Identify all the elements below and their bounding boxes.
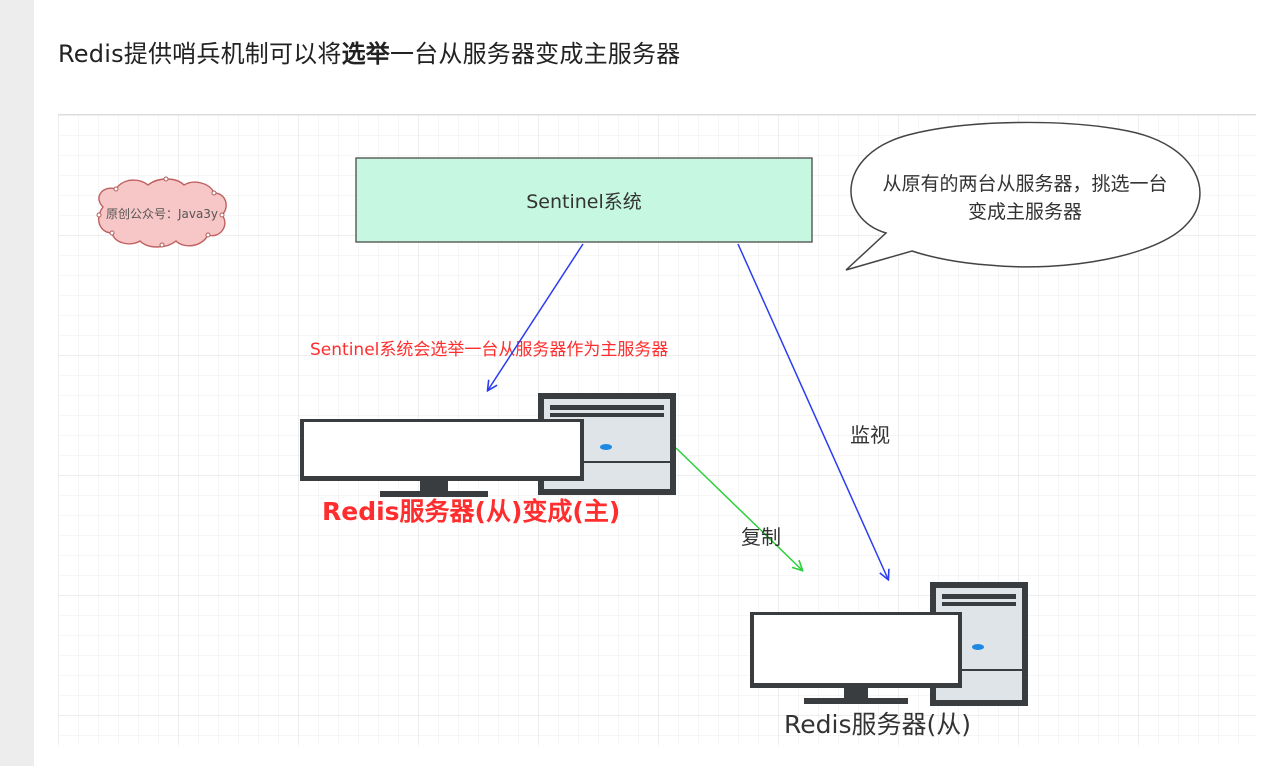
watermark-text: 原创公众号：Java3y: [106, 207, 218, 221]
heading-divider: [58, 114, 1256, 115]
heading-bold-term: 选举: [341, 40, 390, 68]
replicate-arrow: [675, 447, 802, 570]
sentinel-diagram: 原创公众号：Java3y Sentinel系统 从原有的两台从服务器，挑选一台 …: [58, 115, 1256, 745]
sentinel-monitor-arrow: [737, 243, 888, 579]
speech-bubble: 从原有的两台从服务器，挑选一台 变成主服务器: [845, 121, 1201, 271]
page-left-gutter: [0, 0, 34, 766]
election-caption: Sentinel系统会选举一台从服务器作为主服务器: [310, 340, 668, 360]
slave-server-computer: [750, 582, 1028, 706]
speech-bubble-line1: 从原有的两台从服务器，挑选一台: [882, 173, 1167, 195]
promoted-server-computer: [300, 393, 676, 497]
sentinel-to-master-arrow: [488, 243, 584, 390]
sentinel-system-box: Sentinel系统: [355, 157, 813, 243]
monitor-label: 监视: [850, 423, 890, 447]
slave-server-label: Redis服务器(从): [784, 710, 971, 739]
watermark-cloud: 原创公众号：Java3y: [96, 176, 227, 248]
sentinel-system-label: Sentinel系统: [526, 191, 642, 213]
promoted-server-label: Redis服务器(从)变成(主): [322, 497, 620, 526]
replicate-label: 复制: [741, 525, 781, 549]
section-heading: Redis提供哨兵机制可以将选举一台从服务器变成主服务器: [58, 40, 681, 68]
article-body: Redis提供哨兵机制可以将选举一台从服务器变成主服务器: [34, 0, 1280, 766]
speech-bubble-line2: 变成主服务器: [968, 201, 1082, 223]
